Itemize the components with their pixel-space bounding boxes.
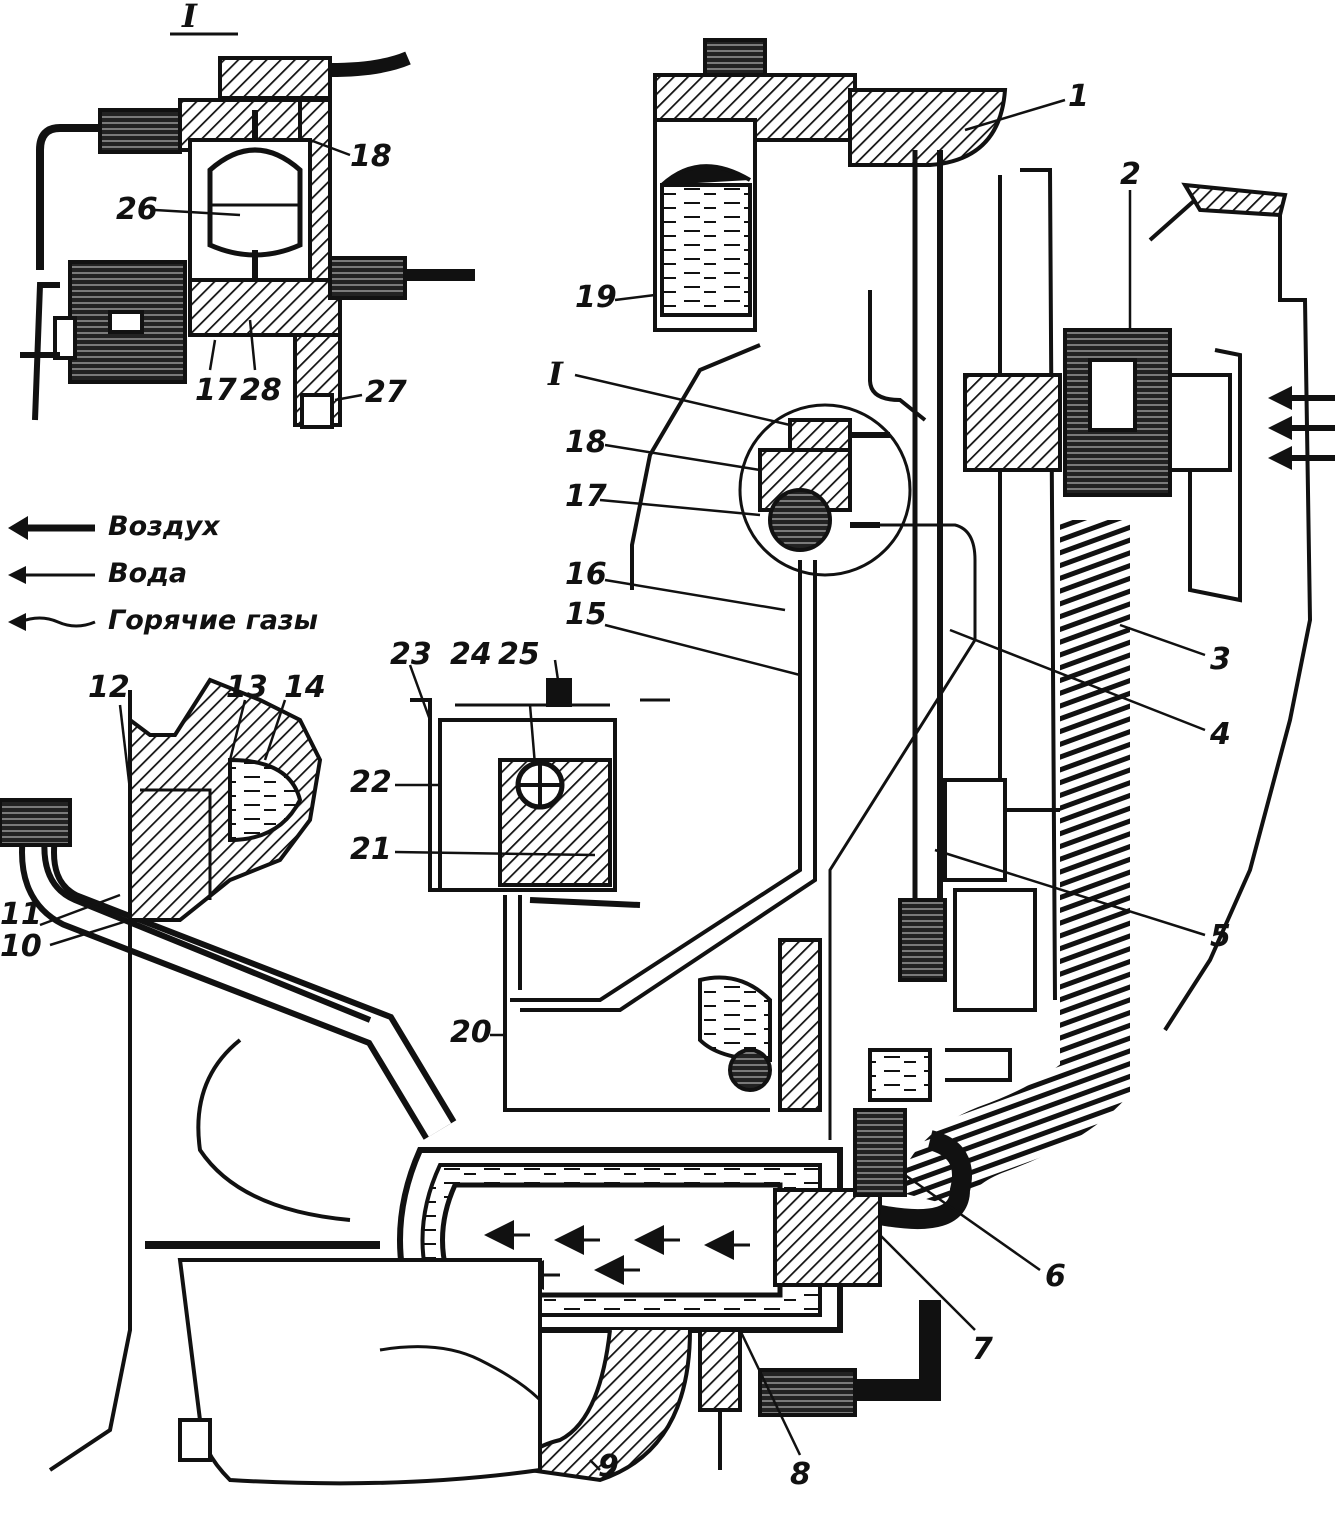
callout-23: 23	[390, 637, 432, 672]
callout-17: 17	[565, 479, 607, 514]
callout-5: 5	[1210, 919, 1231, 954]
callout-16: 16	[565, 557, 607, 592]
callout-I: I	[548, 355, 563, 393]
inset-title: I	[182, 0, 197, 35]
callout-3: 3	[1210, 642, 1231, 677]
callout-1: 1	[1068, 79, 1089, 114]
legend-water-label: Вода	[108, 558, 188, 589]
callout-15: 15	[565, 597, 607, 632]
callout-21: 21	[350, 832, 392, 867]
callout-8: 8	[790, 1457, 811, 1492]
inset-callout-27: 27	[365, 375, 407, 410]
callout-6: 6	[1045, 1259, 1066, 1294]
callout-22: 22	[350, 765, 392, 800]
inset-callout-18: 18	[350, 139, 392, 174]
callout-2: 2	[1120, 157, 1141, 192]
callout-14: 14	[284, 670, 326, 705]
callout-18: 18	[565, 425, 607, 460]
callout-24: 24	[450, 637, 492, 672]
callout-12: 12	[88, 670, 130, 705]
inset-callout-26: 26	[116, 192, 158, 227]
callout-9: 9	[598, 1449, 619, 1484]
callout-10: 10	[0, 929, 42, 964]
callout-4: 4	[1210, 717, 1231, 752]
callout-19: 19	[575, 280, 617, 315]
callout-20: 20	[450, 1015, 492, 1050]
inset-callout-28: 28	[240, 373, 282, 408]
legend-hot-gases-label: Горячие газы	[108, 605, 319, 636]
main-assembly	[0, 38, 1335, 1486]
callout-13: 13	[226, 670, 268, 705]
callout-11: 11	[0, 897, 42, 932]
callout-7: 7	[972, 1332, 993, 1367]
inset-detail	[20, 32, 475, 429]
callout-25: 25	[498, 637, 540, 672]
legend-arrows	[8, 516, 96, 631]
inset-callout-17: 17	[195, 373, 237, 408]
legend-air-label: Воздух	[108, 511, 220, 542]
